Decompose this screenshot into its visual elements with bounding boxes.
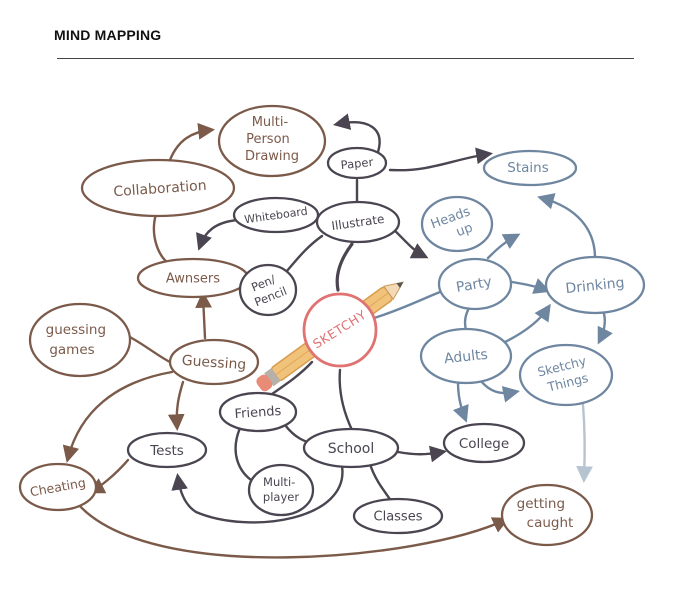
edge-tests-cheating bbox=[87, 458, 130, 494]
edge-adults-to-college bbox=[452, 380, 469, 423]
node-drinking-label: Drinking bbox=[565, 275, 625, 297]
edge-center-school bbox=[338, 368, 354, 432]
edge-paper-to-stains bbox=[388, 147, 493, 172]
svg-text:getting caught: getting caught bbox=[517, 496, 574, 531]
node-awnsers-label: Awnsers bbox=[166, 272, 220, 287]
edge-guessing-games-guessing bbox=[126, 334, 172, 364]
node-classes-label: Classes bbox=[374, 510, 423, 525]
node-guessing: Guessing bbox=[168, 338, 260, 386]
node-stains-label: Stains bbox=[507, 160, 548, 176]
node-getting-caught-line1: getting bbox=[517, 496, 565, 512]
edge-illustrate-to-heads bbox=[390, 226, 429, 259]
title-divider bbox=[57, 58, 634, 59]
edge-friends-multiplayer bbox=[234, 426, 256, 484]
node-tests-label: Tests bbox=[149, 443, 184, 459]
node-college-label: College bbox=[459, 436, 509, 452]
edge-drinking-to-sketchy bbox=[597, 312, 613, 345]
edge-illustrate-center bbox=[335, 242, 354, 292]
edge-center-friends bbox=[270, 360, 314, 396]
edge-party-to-heads bbox=[486, 233, 521, 260]
edge-paper-to-multiperson bbox=[333, 113, 381, 154]
node-friends: Friends bbox=[218, 391, 298, 433]
edge-guessing-cheating bbox=[62, 370, 174, 463]
svg-text:Multi- Person Draw: Multi- Person Drawing bbox=[245, 115, 299, 164]
node-multi-person-drawing: Multi- Person Drawing bbox=[217, 104, 327, 178]
node-adults-label: Adults bbox=[443, 347, 488, 367]
node-paper: Paper bbox=[326, 146, 388, 180]
node-center: SKETCHY bbox=[302, 292, 378, 368]
edge-school-to-tests bbox=[171, 464, 344, 524]
page-title: MIND MAPPING bbox=[54, 27, 162, 43]
node-cheating: Cheating bbox=[18, 462, 98, 512]
node-school: School bbox=[302, 427, 400, 469]
edge-cheating-getting-caught bbox=[76, 502, 510, 559]
edge-illustrate-penpencil bbox=[284, 234, 324, 274]
node-stains: Stains bbox=[482, 149, 578, 187]
edge-adults-to-sketchy bbox=[478, 378, 520, 403]
edge-center-party bbox=[372, 290, 442, 320]
edge-awnsers-guessing bbox=[195, 290, 212, 340]
edge-collab-awnsers bbox=[152, 212, 170, 265]
node-guessing-games: guessing games bbox=[28, 302, 132, 378]
node-tests: Tests bbox=[126, 431, 208, 469]
node-adults: Adults bbox=[419, 327, 513, 385]
node-heads-up-line2: up bbox=[454, 220, 475, 240]
connectors-brown bbox=[62, 122, 510, 559]
node-drinking: Drinking bbox=[544, 255, 646, 315]
node-guessing-label: Guessing bbox=[181, 353, 247, 373]
edge-sketchy-to-caught bbox=[576, 403, 593, 484]
edge-drinking-to-stains bbox=[537, 193, 597, 260]
node-paper-label: Paper bbox=[340, 155, 374, 172]
edge-adults-to-drinking bbox=[503, 303, 551, 344]
node-college: College bbox=[442, 422, 526, 464]
edge-school-classes bbox=[368, 462, 394, 504]
node-pen-pencil: Pen/ Pencil bbox=[238, 263, 298, 317]
edge-collab-to-multiperson bbox=[168, 122, 216, 162]
node-getting-caught-line2: caught bbox=[527, 515, 574, 531]
node-getting-caught: getting caught bbox=[500, 483, 594, 547]
node-friends-label: Friends bbox=[234, 404, 282, 422]
svg-text:Multi- player: Multi- player bbox=[263, 475, 299, 504]
edge-whiteboard-to-awnsers bbox=[196, 218, 240, 251]
node-party-label: Party bbox=[455, 274, 493, 296]
node-guessing-games-line1: guessing bbox=[46, 322, 106, 338]
node-multi-person-line1: Multi- bbox=[252, 115, 289, 130]
edge-school-to-college bbox=[396, 445, 447, 463]
node-multiplayer-line1: Multi- bbox=[263, 475, 295, 489]
node-guessing-games-line2: games bbox=[49, 342, 94, 358]
svg-text:guessing games: guessing games bbox=[46, 322, 111, 358]
node-illustrate: Illustrate bbox=[315, 200, 401, 244]
node-collaboration-label: Collaboration bbox=[113, 178, 207, 200]
node-multiplayer-line2: player bbox=[263, 490, 299, 504]
node-whiteboard: Whiteboard bbox=[232, 196, 320, 234]
node-party: Party bbox=[437, 257, 513, 311]
node-multiplayer: Multi- player bbox=[247, 463, 315, 517]
node-awnsers: Awnsers bbox=[136, 257, 250, 299]
node-multi-person-line2: Person bbox=[246, 132, 290, 147]
node-multi-person-line3: Drawing bbox=[245, 149, 299, 164]
node-heads-up: Heads up bbox=[420, 195, 494, 253]
node-school-label: School bbox=[328, 441, 374, 457]
edge-party-to-drinking bbox=[510, 278, 551, 294]
node-classes: Classes bbox=[352, 497, 444, 535]
edge-guessing-tests bbox=[167, 380, 185, 432]
node-sketchy-things: Sketchy Things bbox=[518, 343, 614, 407]
node-collaboration: Collaboration bbox=[80, 158, 236, 218]
